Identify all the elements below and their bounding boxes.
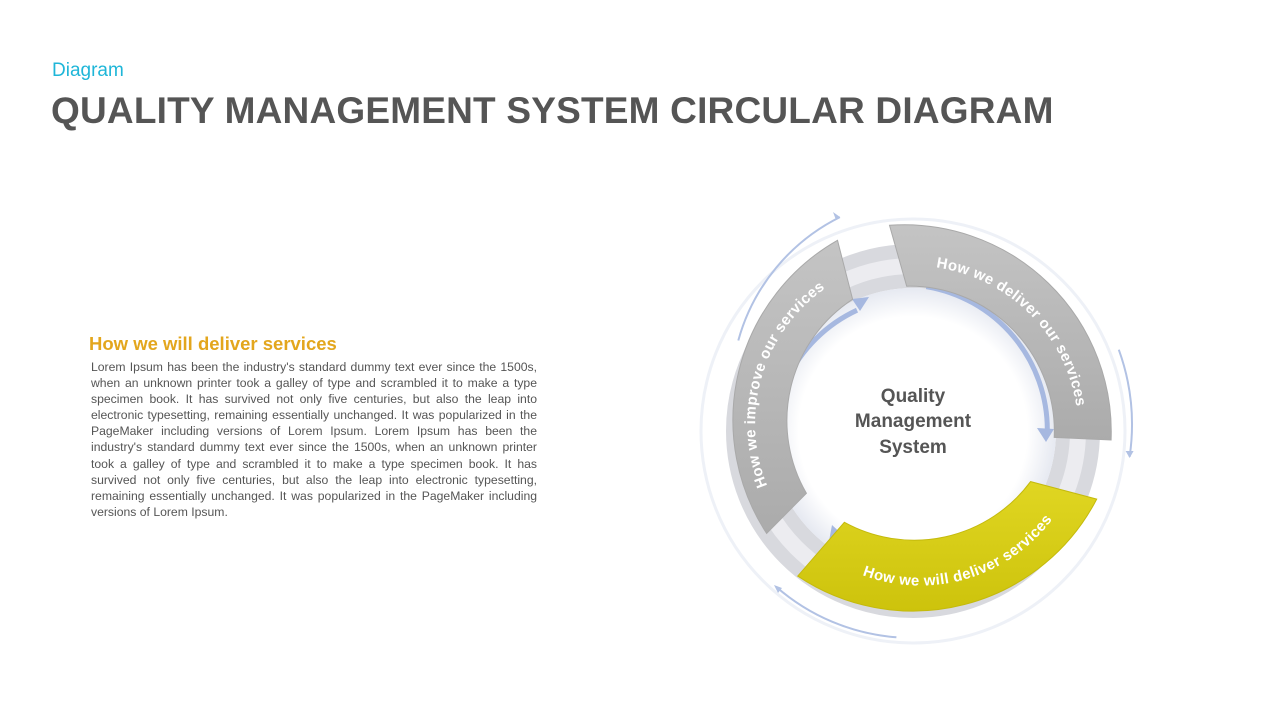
segment-deliver-our-services — [888, 224, 1112, 441]
description-heading: How we will deliver services — [89, 333, 337, 354]
segment-will-deliver-services — [796, 481, 1098, 612]
description-block: How we will deliver services Lorem Ipsum… — [89, 333, 537, 520]
outer-arc-bottom — [775, 585, 897, 639]
outer-arc-right — [1117, 349, 1133, 457]
page-title: QUALITY MANAGEMENT SYSTEM CIRCULAR DIAGR… — [51, 90, 1054, 131]
center-label-line-3: System — [879, 437, 947, 458]
outer-arrowhead-right — [1125, 451, 1134, 458]
outer-arrowhead-top — [833, 212, 840, 220]
center-label-line-2: Management — [855, 411, 972, 432]
inner-arrowhead-deliver — [1037, 428, 1054, 442]
description-body: Lorem Ipsum has been the industry's stan… — [91, 360, 537, 519]
center-label-line-1: Quality — [881, 386, 946, 407]
inner-arc-deliver — [925, 284, 1050, 432]
segment-improve-our-services — [732, 239, 854, 535]
inner-arrowhead-improve — [852, 297, 869, 311]
outer-halo-ring — [699, 217, 1127, 645]
outer-arrowhead-bottom — [774, 585, 782, 593]
category-label: Diagram — [52, 60, 124, 81]
outer-arc-top — [737, 216, 841, 341]
center-disc — [770, 288, 1056, 574]
